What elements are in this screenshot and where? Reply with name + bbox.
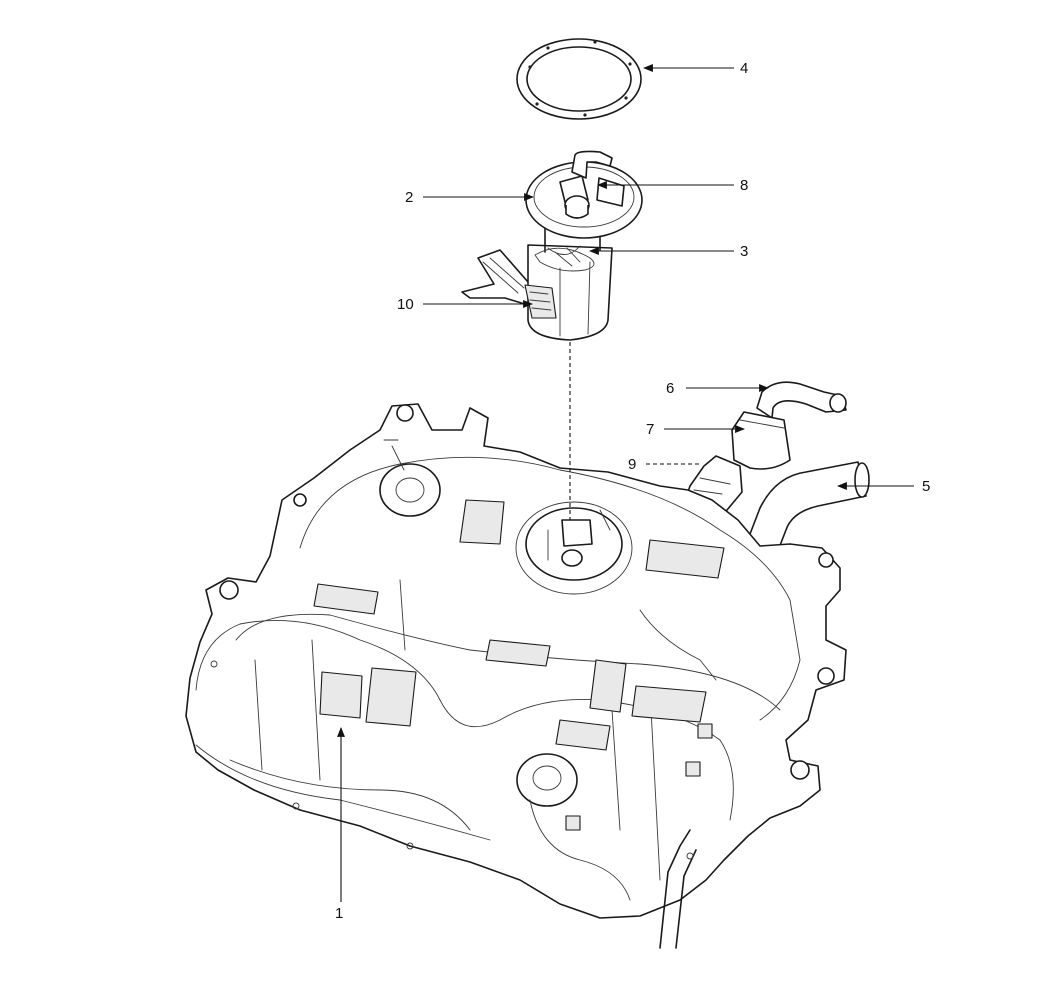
filler-neck-hose — [739, 461, 870, 567]
fuel-tank — [185, 403, 847, 949]
callout-8: 8 — [740, 177, 748, 194]
callout-4: 4 — [740, 60, 748, 77]
callout-7: 7 — [646, 421, 654, 438]
callout-9: 9 — [628, 456, 636, 473]
callout-10: 10 — [397, 296, 414, 313]
leader-lines — [337, 64, 914, 902]
callout-3: 3 — [740, 243, 748, 260]
vapor-canister-assembly — [683, 381, 847, 521]
callout-1: 1 — [335, 905, 343, 922]
callout-5: 5 — [922, 478, 930, 495]
gasket-ring — [516, 38, 642, 120]
callout-2: 2 — [405, 189, 413, 206]
fuel-pump-module — [461, 150, 643, 341]
callout-6: 6 — [666, 380, 674, 397]
